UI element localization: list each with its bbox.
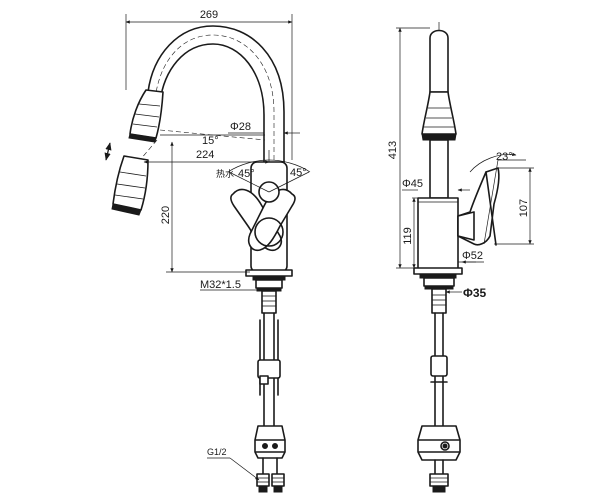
threaded-shank — [261, 290, 277, 314]
dim-base-diameter: Φ52 — [462, 250, 483, 262]
side-body — [417, 197, 459, 271]
dim-total-height: 413 — [387, 141, 399, 159]
spray-head-mounted — [129, 89, 164, 139]
side-hose-weight — [417, 425, 461, 461]
base-nut — [255, 279, 283, 289]
spout-outer-curve — [147, 25, 285, 164]
pull-direction-arrow — [104, 142, 112, 161]
front-view: 269 Φ28 15° 224 热水 45° 45° 220 M32*1.5 G… — [104, 9, 311, 493]
dim-width-total: 269 — [200, 9, 218, 21]
side-base-flange — [413, 267, 463, 275]
side-spray-head — [421, 91, 457, 135]
dim-lever-angle-cold: 45° — [290, 167, 307, 179]
spray-head-pulled — [112, 155, 149, 211]
dim-lever-height: 107 — [518, 199, 530, 217]
dim-pull-angle: 15° — [202, 135, 219, 147]
spout-inner-curve — [159, 43, 265, 164]
dim-reach: 224 — [196, 149, 214, 161]
hose-weight — [254, 425, 286, 459]
side-spout-tube — [429, 29, 449, 93]
connector-right — [271, 473, 285, 487]
dim-spout-height: 220 — [160, 206, 172, 224]
lever-hub — [254, 217, 284, 247]
label-hot-water: 热水 — [216, 168, 234, 179]
side-connector — [429, 473, 449, 487]
dim-hole-diameter: Φ35 — [463, 286, 487, 300]
pull-out-hose-dashed — [139, 139, 158, 161]
hose-clamp — [257, 359, 281, 379]
base-flange — [245, 269, 293, 277]
dim-hose-diameter: Φ28 — [230, 121, 251, 133]
dim-thread: M32*1.5 — [200, 279, 241, 291]
dim-lever-angle: 23° — [496, 151, 513, 163]
dim-connection: G1/2 — [207, 447, 227, 457]
side-threaded-shank — [431, 288, 447, 314]
dim-body-diameter: Φ45 — [402, 178, 423, 190]
side-spout-lower — [429, 139, 449, 199]
side-base-nut — [423, 277, 455, 287]
dim-lever-angle-hot: 45° — [238, 168, 255, 180]
dim-body-height: 119 — [402, 227, 414, 245]
hidden-hose-path — [154, 34, 275, 160]
side-view: 413 Φ45 119 23° 107 Φ52 Φ35 — [387, 22, 534, 493]
